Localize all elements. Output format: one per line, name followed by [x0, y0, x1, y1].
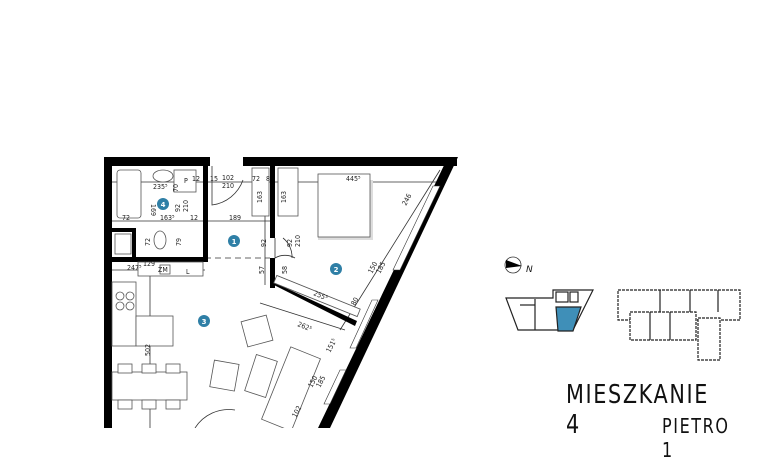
svg-text:185: 185 — [375, 261, 388, 275]
svg-text:247⁵: 247⁵ — [127, 264, 142, 272]
svg-text:163⁵: 163⁵ — [160, 214, 175, 222]
svg-text:70: 70 — [172, 184, 180, 192]
floor-plan: 1 2 3 4 235⁵ 70 P 12 15 102 210 72 8 163… — [104, 157, 741, 428]
svg-text:129: 129 — [143, 260, 155, 268]
bed — [317, 173, 371, 238]
room-marker-1: 1 — [228, 235, 240, 247]
sofa — [261, 346, 321, 428]
washing-machine — [173, 169, 197, 193]
wardrobe — [251, 167, 270, 217]
apartment-title: MIESZKANIE 4 — [566, 380, 710, 440]
north-arrow-icon: N — [504, 256, 533, 275]
kitchen-counter — [137, 261, 204, 277]
doors — [194, 166, 296, 428]
svg-text:102: 102 — [222, 174, 234, 182]
svg-text:N: N — [526, 265, 533, 275]
svg-text:262⁵: 262⁵ — [296, 320, 313, 333]
svg-text:235⁵: 235⁵ — [153, 183, 168, 191]
svg-text:P: P — [184, 177, 188, 185]
room-marker-2: 2 — [330, 263, 342, 275]
coffee-table — [244, 354, 278, 398]
svg-text:246: 246 — [401, 193, 414, 207]
svg-text:185: 185 — [315, 375, 328, 389]
svg-text:8: 8 — [266, 175, 270, 183]
svg-text:2: 2 — [334, 266, 339, 274]
svg-text:210: 210 — [294, 235, 302, 247]
walls — [104, 157, 458, 428]
windows — [323, 185, 441, 405]
svg-text:189: 189 — [229, 214, 241, 222]
svg-text:92: 92 — [174, 204, 182, 212]
highlighted-apartment — [555, 306, 582, 332]
svg-text:80: 80 — [350, 296, 361, 307]
svg-text:445⁵: 445⁵ — [346, 175, 361, 183]
svg-text:ZM: ZM — [158, 266, 168, 274]
svg-text:L: L — [186, 268, 190, 276]
svg-text:3: 3 — [202, 318, 207, 326]
svg-text:210: 210 — [182, 200, 190, 212]
bathtub — [116, 169, 142, 219]
svg-text:4: 4 — [161, 201, 166, 209]
dimension-lines — [112, 169, 441, 428]
sink — [152, 169, 174, 183]
svg-text:72: 72 — [122, 214, 130, 222]
armchair — [240, 314, 274, 348]
svg-text:12: 12 — [190, 214, 198, 222]
svg-text:58: 58 — [281, 266, 289, 274]
svg-text:1: 1 — [232, 238, 237, 246]
dining-table — [111, 371, 188, 401]
svg-text:210: 210 — [222, 182, 234, 190]
svg-text:163: 163 — [256, 191, 264, 203]
svg-text:79: 79 — [175, 238, 183, 246]
wardrobe — [277, 167, 299, 217]
room-markers: 1 2 3 4 — [157, 198, 342, 327]
svg-text:15: 15 — [210, 175, 218, 183]
fridge — [159, 264, 171, 275]
room-marker-4: 4 — [157, 198, 169, 210]
svg-text:72: 72 — [144, 238, 152, 246]
svg-text:151⁵: 151⁵ — [325, 337, 339, 354]
svg-text:12: 12 — [192, 175, 200, 183]
building-key-plan — [505, 289, 741, 361]
toilet — [153, 230, 167, 250]
room-marker-3: 3 — [198, 315, 210, 327]
furniture — [111, 167, 373, 428]
svg-text:92: 92 — [260, 239, 268, 247]
svg-text:57: 57 — [258, 266, 266, 274]
floor-label: PIETRO 1 — [662, 414, 730, 462]
svg-text:502: 502 — [144, 344, 152, 356]
shower — [114, 233, 132, 255]
svg-text:72: 72 — [252, 175, 260, 183]
svg-text:92: 92 — [286, 239, 294, 247]
svg-text:163: 163 — [280, 191, 288, 203]
tv-cabinet — [273, 274, 361, 318]
kitchen-island — [111, 281, 137, 347]
armchair — [209, 359, 240, 392]
svg-text:169: 169 — [149, 204, 157, 216]
kitchen-island — [135, 315, 174, 347]
